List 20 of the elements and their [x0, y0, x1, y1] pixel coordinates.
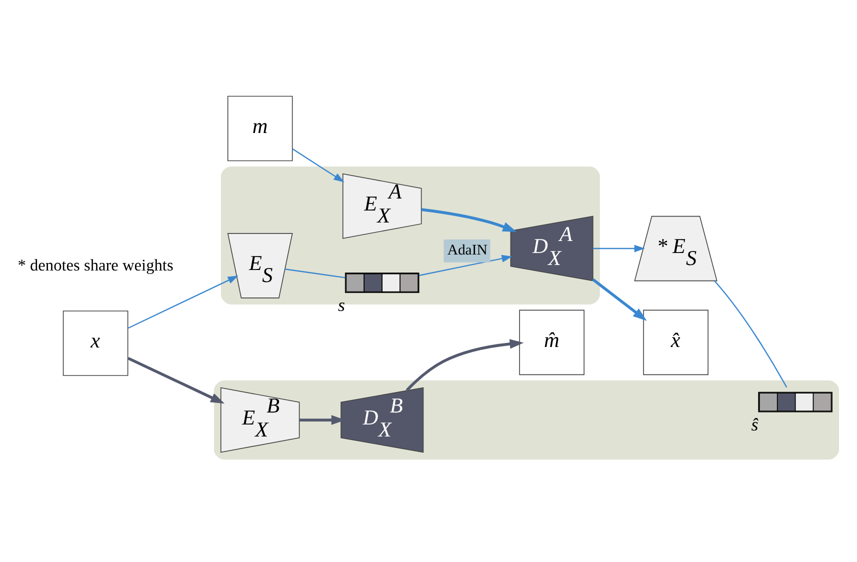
- node-box: x: [62, 310, 128, 376]
- edge-label: AdaIN: [447, 242, 488, 259]
- arrow: [592, 278, 647, 321]
- cluster: [214, 380, 840, 460]
- arrow: [418, 254, 512, 276]
- arrow: [292, 148, 344, 182]
- connector: [284, 268, 346, 278]
- connector: [714, 280, 788, 388]
- cluster: [220, 166, 600, 304]
- label: * denotes share weights: [18, 256, 174, 275]
- arrow: [128, 356, 225, 404]
- arrow: [128, 276, 238, 329]
- node-label: ŝ: [751, 414, 758, 434]
- arrow: [421, 208, 517, 232]
- node-box: m̂: [519, 310, 584, 376]
- node-box: m: [227, 96, 293, 162]
- arrow: [593, 244, 645, 252]
- node-box: x̂: [643, 310, 708, 376]
- arrow: [406, 339, 524, 392]
- node-label: s: [338, 295, 346, 316]
